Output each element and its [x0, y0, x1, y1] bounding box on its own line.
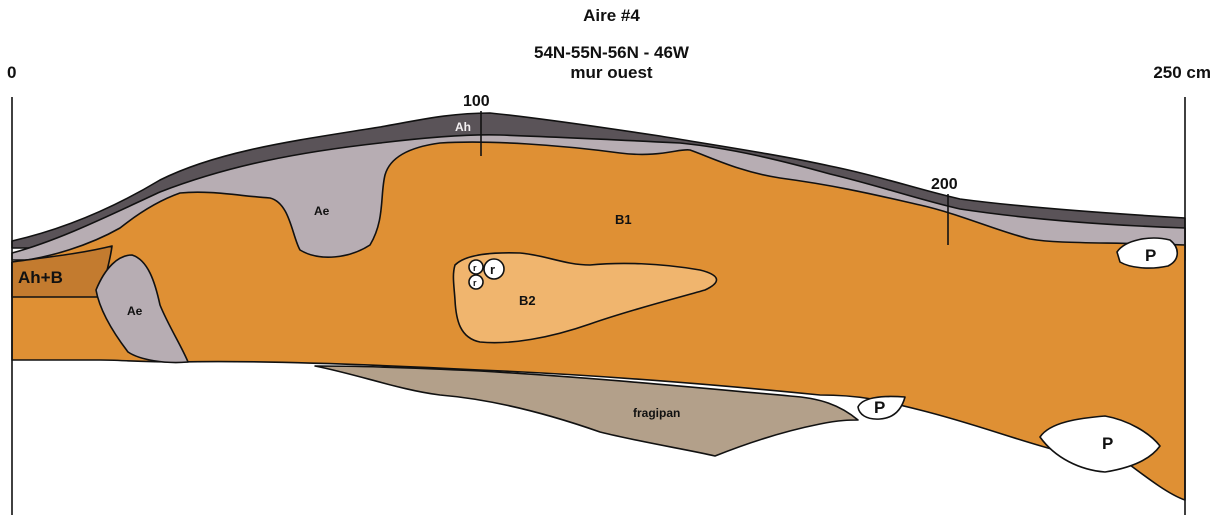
root-label-small-2: r	[473, 278, 477, 288]
pebble-label-1: P	[1145, 246, 1156, 265]
tick-200-label: 200	[931, 176, 958, 193]
fragipan-label: fragipan	[633, 406, 680, 420]
ah-label: Ah	[455, 120, 471, 134]
tick-100-label: 100	[463, 93, 490, 110]
b2-label: B2	[519, 293, 536, 308]
root-label-large: r	[490, 262, 495, 277]
ae-upper-label: Ae	[314, 204, 330, 218]
root-label-small-1: r	[473, 263, 477, 273]
b1-label: B1	[615, 212, 632, 227]
ae-left-label: Ae	[127, 304, 143, 318]
pebble-label-2: P	[874, 398, 885, 417]
ah-b-label: Ah+B	[18, 268, 63, 287]
pebble-label-3: P	[1102, 434, 1113, 453]
